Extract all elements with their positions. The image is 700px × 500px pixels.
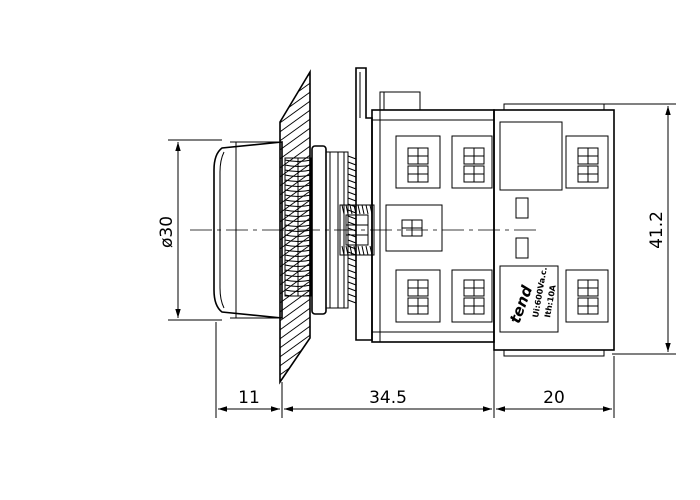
block-width-value: 20: [543, 388, 565, 408]
contact-block-labelled: tend Ui:600Va.c. Ith:10A: [493, 103, 615, 357]
current-rating: Ith:10A: [543, 283, 558, 318]
contact-block-body: [371, 109, 495, 343]
diameter-dimension: ø30: [157, 139, 222, 321]
height-dimension: 41.2: [560, 103, 676, 355]
width-dimensions: 11 34.5 20: [215, 322, 615, 418]
front-width-value: 11: [238, 388, 260, 408]
mounting-bracket: [355, 67, 421, 341]
body-width-value: 34.5: [369, 388, 407, 408]
height-value: 41.2: [647, 211, 667, 249]
threaded-bushing: [284, 157, 312, 297]
diameter-value: ø30: [157, 216, 177, 248]
brand-label: tend: [506, 283, 536, 326]
